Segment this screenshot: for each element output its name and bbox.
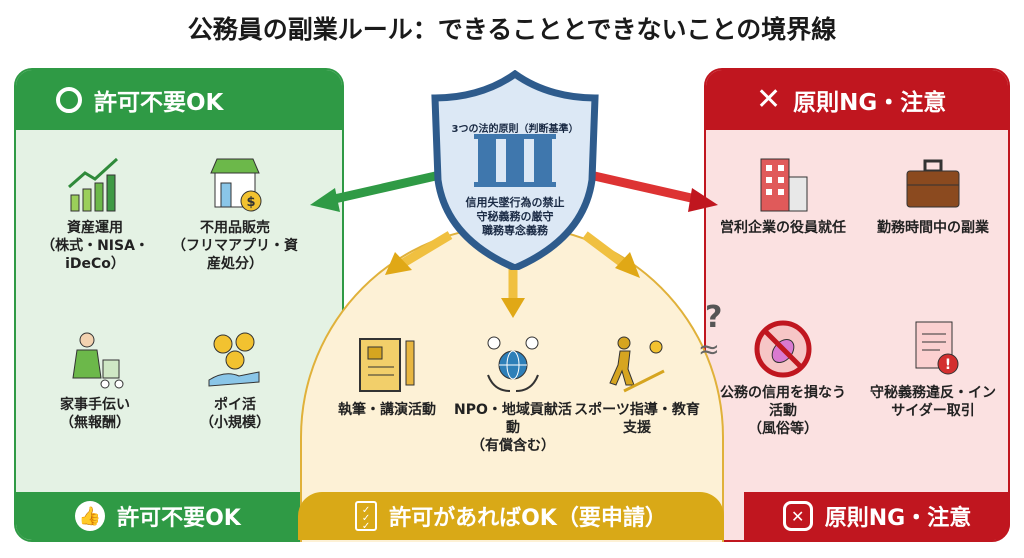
principle: 職務専念義務 — [482, 224, 548, 237]
prohibited-icon — [754, 320, 812, 378]
arrow-center-head — [501, 298, 525, 318]
globe-hands-icon — [487, 336, 539, 392]
arrow-center-right-head — [615, 252, 640, 278]
shield-heading: 3つの法的原則（判断基準） — [451, 124, 579, 135]
climbing-person-icon — [609, 336, 665, 393]
item-label: 公務の信用を損なう活動 — [720, 385, 846, 419]
principle: 守秘義務の厳守 — [476, 210, 554, 223]
item-sublabel: （風俗等） — [748, 421, 818, 437]
svg-text:$: $ — [246, 195, 255, 210]
item-label: ポイ活 — [214, 397, 256, 413]
permission-required-footer: ✓✓✓ 許可があればOK（要申請） — [298, 492, 724, 540]
ng-footer: ✕ 原則NG・注意 — [744, 492, 1010, 540]
document-warning-icon: ! — [915, 321, 959, 375]
coins-hand-icon — [208, 332, 260, 387]
ng-panel: ✕ 原則NG・注意 — [704, 68, 1010, 542]
principles-shield: 3つの法的原則（判断基準） 信用失墜行為の禁止 守秘義務の厳守 職務専念義務 — [430, 69, 600, 272]
footer-label: 許可があればOK（要申請） — [389, 506, 667, 531]
item-sublabel: （株式・NISA・iDeCo） — [41, 238, 149, 272]
item-label: 勤務時間中の副業 — [877, 220, 989, 236]
ng-header: ✕ 原則NG・注意 — [706, 70, 1008, 130]
item-npo-community: NPO・地域貢献活動 （有償含む） — [448, 335, 578, 455]
arrow-left — [329, 170, 441, 205]
book-pen-icon — [359, 338, 415, 392]
item-sublabel: （小規模） — [200, 415, 270, 431]
x-octagon-icon: ✕ — [782, 501, 813, 531]
arrow-right-head — [688, 188, 718, 212]
permission-free-header: 許可不要OK — [16, 70, 342, 130]
item-label: 営利企業の役員就任 — [720, 220, 846, 236]
svg-text:!: ! — [945, 357, 951, 373]
shield-icon — [431, 69, 599, 272]
item-sublabel: （有償含む） — [471, 438, 555, 454]
item-label: 守秘義務違反・インサイダー取引 — [870, 385, 996, 419]
question-mark: ? — [705, 300, 723, 335]
x-icon: ✕ — [756, 82, 782, 117]
item-label: 資産運用 — [67, 220, 123, 236]
header-label: 許可不要OK — [94, 90, 224, 116]
header-label: 原則NG・注意 — [793, 90, 947, 116]
item-discrediting-activity: 公務の信用を損なう活動 （風俗等） — [718, 318, 848, 438]
item-sports-education: スポーツ指導・教育支援 — [572, 335, 702, 437]
growth-chart-icon — [68, 157, 119, 212]
principle: 信用失墜行為の禁止 — [465, 196, 565, 209]
building-icon — [760, 158, 808, 212]
briefcase-icon — [906, 159, 960, 208]
arrow-left-head — [310, 188, 340, 212]
footer-label: 許可不要OK — [117, 506, 241, 531]
item-label: 不用品販売 — [200, 220, 270, 236]
item-label: NPO・地域貢献活動 — [454, 402, 572, 436]
item-sublabel: （無報酬） — [60, 415, 130, 431]
item-corporate-officer: 営利企業の役員就任 — [718, 155, 848, 237]
housework-icon — [72, 332, 124, 389]
clipboard-checklist-icon: ✓✓✓ — [355, 501, 378, 532]
item-label: 執筆・講演活動 — [338, 402, 436, 418]
item-housework-help: 家事手伝い （無報酬） — [30, 330, 160, 432]
permission-free-panel: 許可不要OK — [14, 68, 344, 542]
footer-label: 原則NG・注意 — [824, 506, 972, 531]
item-label: スポーツ指導・教育支援 — [574, 402, 700, 436]
shop-icon: $ — [210, 158, 262, 212]
item-label: 家事手伝い — [60, 397, 130, 413]
item-sublabel: （フリマアプリ・資産処分） — [172, 238, 298, 272]
page-title: 公務員の副業ルール：できることとできないことの境界線 — [187, 15, 837, 44]
item-writing-lecturing: 執筆・講演活動 — [322, 335, 452, 419]
item-points-activity: ポイ活 （小規模） — [170, 330, 300, 432]
permission-free-footer: 👍 許可不要OK — [16, 492, 300, 540]
item-work-hours-side-job: 勤務時間中の副業 — [868, 155, 998, 237]
item-asset-management: 資産運用 （株式・NISA・iDeCo） — [30, 155, 160, 273]
wavy-lines-icon: ≈ — [698, 335, 720, 365]
pillars-icon — [474, 134, 556, 187]
thumbs-up-icon: 👍 — [75, 501, 106, 531]
arrow-right — [589, 170, 701, 205]
item-used-goods-sale: $ 不用品販売 （フリマアプリ・資産処分） — [170, 155, 300, 273]
arrow-center-left-head — [385, 252, 412, 275]
item-confidentiality-violation: ! 守秘義務違反・インサイダー取引 — [868, 318, 998, 420]
circle-icon — [56, 87, 82, 113]
